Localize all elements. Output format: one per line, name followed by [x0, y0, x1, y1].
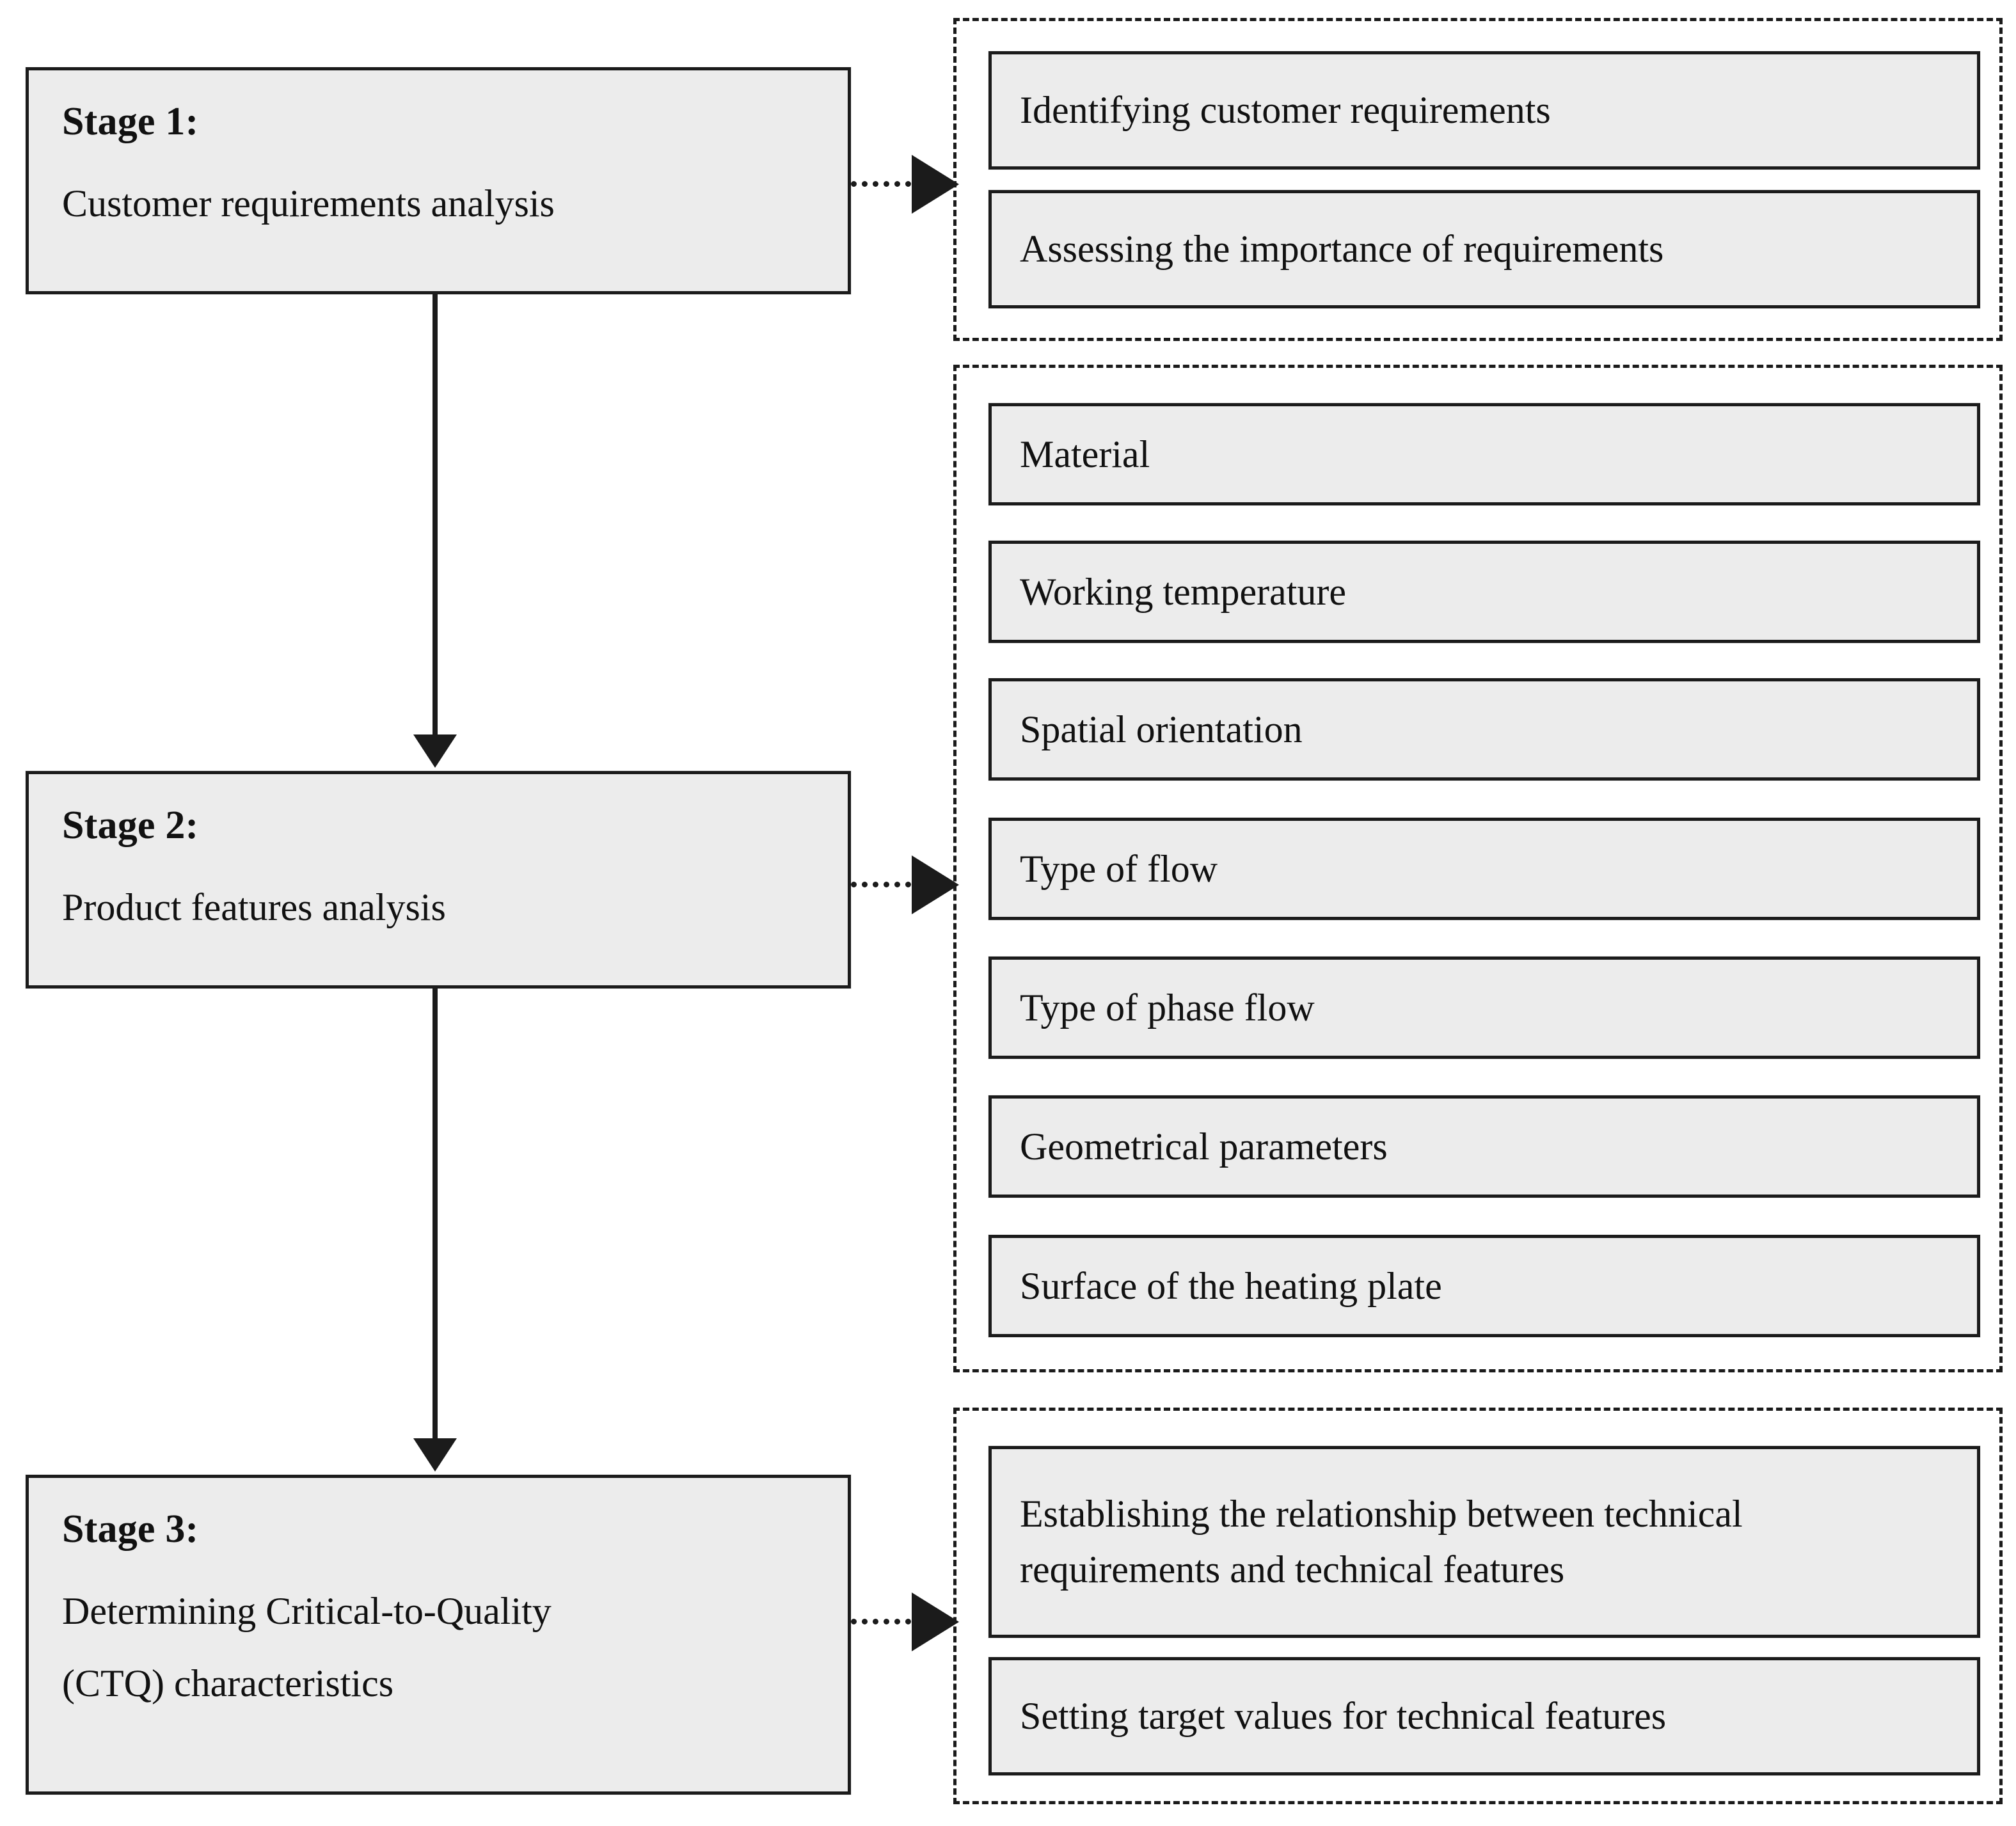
stage-2-description: Product features analysis	[62, 886, 446, 929]
connector-stage2-to-group2-line	[851, 882, 933, 887]
stage-3-description-line-2: (CTQ) characteristics	[62, 1662, 394, 1704]
connector-stage2-to-group2-arrowhead	[912, 855, 959, 914]
item-type-of-flow[interactable]: Type of flow	[988, 818, 1980, 920]
item-setting-target-values[interactable]: Setting target values for technical feat…	[988, 1657, 1980, 1775]
connector-stage1-to-stage2-line	[433, 294, 438, 736]
stage-3-label: Stage 3:	[62, 1507, 199, 1551]
connector-stage2-to-stage3-arrowhead	[413, 1438, 457, 1472]
item-label: Geometrical parameters	[1020, 1125, 1388, 1168]
item-spatial-orientation[interactable]: Spatial orientation	[988, 678, 1980, 781]
item-assessing-importance-of-requirements[interactable]: Assessing the importance of requirements	[988, 190, 1980, 308]
item-label: Identifying customer requirements	[1020, 89, 1551, 131]
group-stage-3	[953, 1408, 2003, 1804]
connector-stage1-to-group1-line	[851, 181, 933, 187]
item-label: Type of flow	[1020, 847, 1218, 890]
stage-2-label: Stage 2:	[62, 804, 199, 847]
item-label: Surface of the heating plate	[1020, 1264, 1442, 1307]
item-identifying-customer-requirements[interactable]: Identifying customer requirements	[988, 51, 1980, 170]
stage-1-label: Stage 1:	[62, 100, 199, 143]
connector-stage1-to-group1-arrowhead	[912, 155, 959, 214]
item-label: Material	[1020, 433, 1150, 475]
item-working-temperature[interactable]: Working temperature	[988, 541, 1980, 643]
item-label: Type of phase flow	[1020, 986, 1315, 1029]
item-label: Working temperature	[1020, 570, 1346, 613]
item-material[interactable]: Material	[988, 403, 1980, 505]
connector-stage2-to-stage3-line	[433, 988, 438, 1440]
item-label: Setting target values for technical feat…	[1020, 1695, 1667, 1737]
connector-stage1-to-stage2-arrowhead	[413, 734, 457, 768]
group-stage-2	[953, 365, 2003, 1372]
item-label: Spatial orientation	[1020, 708, 1303, 750]
stage-3-box[interactable]: Stage 3: Determining Critical-to-Quality…	[26, 1475, 851, 1795]
item-surface-of-the-heating-plate[interactable]: Surface of the heating plate	[988, 1235, 1980, 1337]
connector-stage3-to-group3-line	[851, 1619, 933, 1624]
item-label: Assessing the importance of requirements	[1020, 228, 1664, 270]
item-establishing-relationship[interactable]: Establishing the relationship between te…	[988, 1446, 1980, 1638]
stage-2-box[interactable]: Stage 2: Product features analysis	[26, 771, 851, 988]
stage-1-description: Customer requirements analysis	[62, 182, 555, 225]
stage-1-box[interactable]: Stage 1: Customer requirements analysis	[26, 67, 851, 294]
item-type-of-phase-flow[interactable]: Type of phase flow	[988, 957, 1980, 1059]
item-geometrical-parameters[interactable]: Geometrical parameters	[988, 1095, 1980, 1198]
connector-stage3-to-group3-arrowhead	[912, 1592, 959, 1651]
stage-3-description-line-1: Determining Critical-to-Quality	[62, 1590, 552, 1633]
group-stage-1	[953, 18, 2003, 341]
item-label: Establishing the relationship between te…	[1020, 1493, 1743, 1591]
